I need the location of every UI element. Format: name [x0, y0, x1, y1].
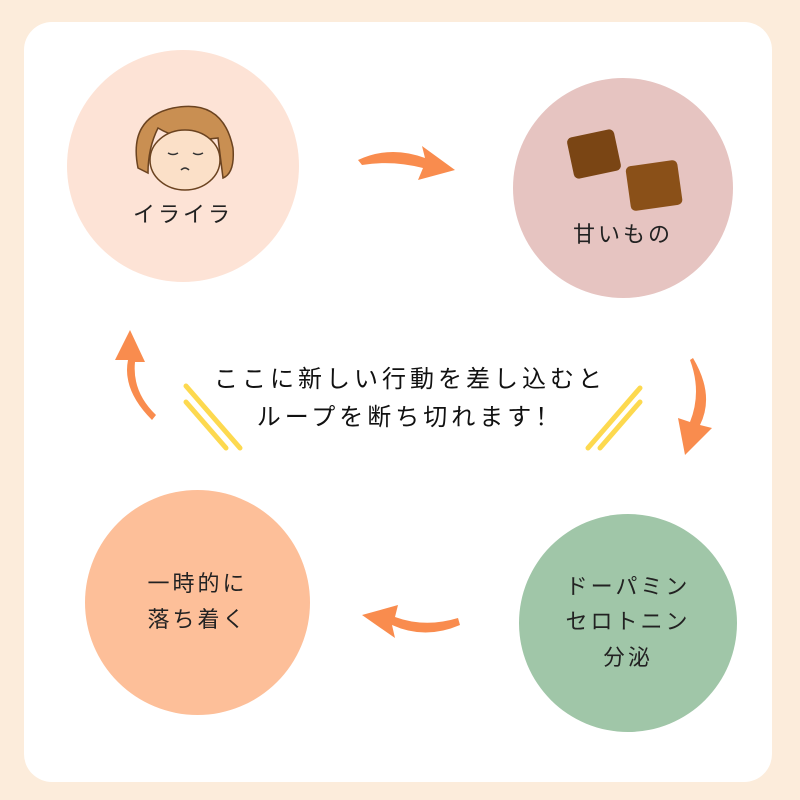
node-label-line: セロトニン: [565, 610, 691, 636]
node-label-line: 落ち着く: [147, 607, 248, 633]
arrow-right-icon: [358, 146, 455, 180]
node-irritation: イライラ: [67, 50, 299, 282]
node-label-line: 一時的に: [147, 572, 248, 598]
irritated-face-icon: [135, 106, 235, 192]
accent-line: [585, 385, 643, 451]
node-calm: 一時的に 落ち着く: [85, 490, 310, 715]
accent-line: [183, 399, 229, 451]
center-message: ここに新しい行動を差し込むと ループを断ち切れます！: [180, 360, 640, 437]
node-hormones: ドーパミン セロトニン 分泌: [519, 514, 737, 732]
node-label-line: 分泌: [602, 645, 653, 671]
accent-line: [183, 383, 243, 451]
node-label-line: ドーパミン: [565, 575, 691, 601]
chocolate-icon: [567, 129, 683, 211]
arrow-up-icon: [115, 330, 156, 420]
message-line: ループを断ち切れます！: [256, 403, 564, 432]
node-sweets: 甘いもの: [513, 78, 733, 298]
message-line: ここに新しい行動を差し込むと: [214, 365, 606, 393]
node-label: 甘いもの: [572, 222, 673, 248]
node-label: イライラ: [132, 203, 233, 229]
arrow-left-icon: [362, 605, 460, 638]
arrow-down-icon: [678, 358, 712, 455]
accent-line: [597, 399, 643, 451]
